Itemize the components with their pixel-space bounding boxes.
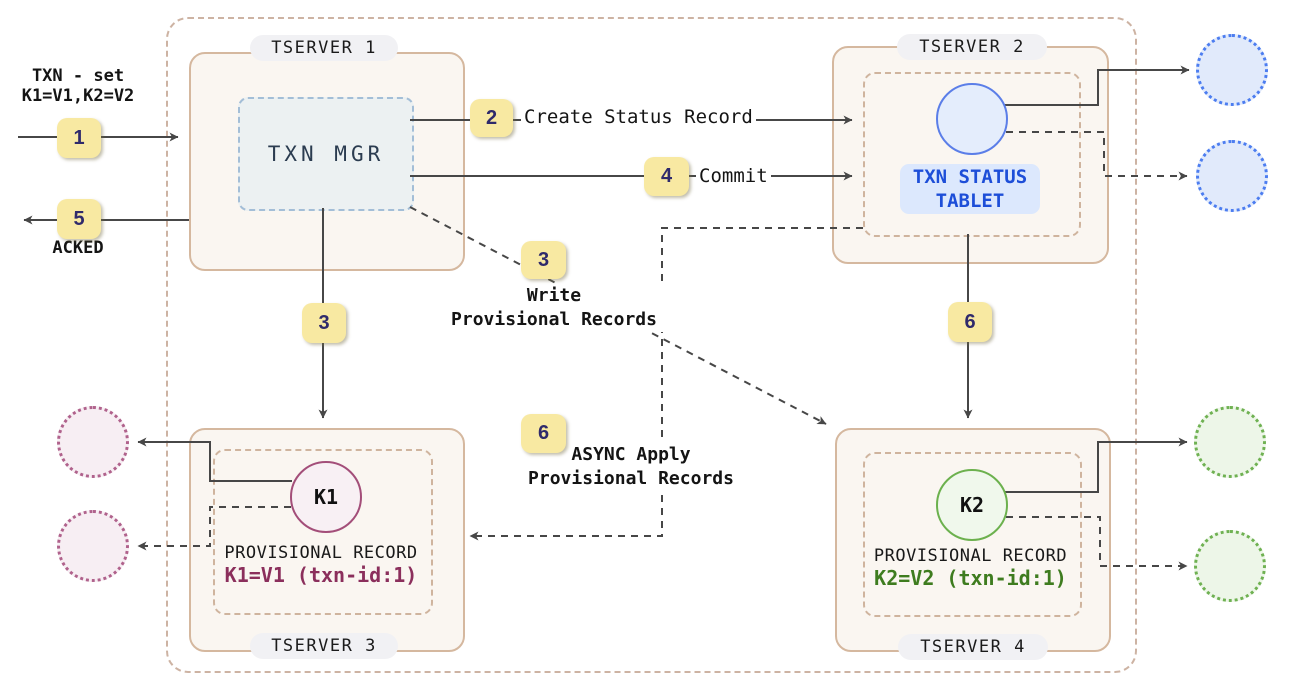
write-provisional-label: Write Provisional Records (440, 284, 668, 332)
k1-circle: K1 (290, 461, 362, 533)
tserver3-title: TSERVER 3 (250, 633, 398, 659)
step-badge-5: 5 (57, 199, 101, 239)
k2-tablet-group (863, 452, 1082, 617)
k2-record-value: K2=V2 (txn-id:1) (874, 566, 1067, 590)
client-request-label: TXN - set K1=V1,K2=V2 (21, 66, 135, 106)
k1-tablet-group (213, 449, 433, 615)
tserver2-title: TSERVER 2 (897, 34, 1047, 60)
commit-label: Commit (696, 165, 771, 187)
step-badge-1: 1 (57, 118, 101, 158)
step-badge-4: 4 (644, 157, 689, 196)
tserver1-title: TSERVER 1 (250, 35, 398, 61)
step-badge-3-diag: 3 (521, 241, 566, 279)
status-replica-circle-1 (1196, 34, 1268, 106)
k1-replica-circle-1 (57, 406, 129, 478)
k2-replica-circle-1 (1194, 406, 1266, 478)
txn-status-group (863, 72, 1081, 237)
tserver2-box (832, 46, 1109, 264)
ack-label: ACKED (52, 238, 104, 258)
status-replica-circle-2 (1196, 140, 1268, 212)
k2-circle: K2 (936, 469, 1008, 541)
k1-replica-circle-2 (57, 510, 129, 582)
txn-status-tablet-circle (936, 83, 1008, 155)
step-badge-6-line: 6 (948, 302, 992, 342)
txn-mgr-box: TXN MGR (238, 97, 414, 211)
step-badge-6-async: 6 (521, 414, 566, 453)
tserver4-title: TSERVER 4 (898, 634, 1048, 660)
k2-record-label: PROVISIONAL RECORD (873, 546, 1068, 566)
txn-mgr-label: TXN MGR (267, 142, 385, 166)
k1-record-value: K1=V1 (txn-id:1) (224, 563, 418, 587)
k2-replica-circle-2 (1194, 530, 1266, 602)
step-badge-3-line: 3 (302, 303, 346, 343)
step-badge-2: 2 (470, 99, 513, 137)
k1-record-label: PROVISIONAL RECORD (224, 543, 418, 563)
cluster-boundary (166, 17, 1137, 673)
txn-status-tablet-label: TXN STATUS TABLET (900, 164, 1040, 214)
create-status-record-label: Create Status Record (521, 106, 756, 128)
